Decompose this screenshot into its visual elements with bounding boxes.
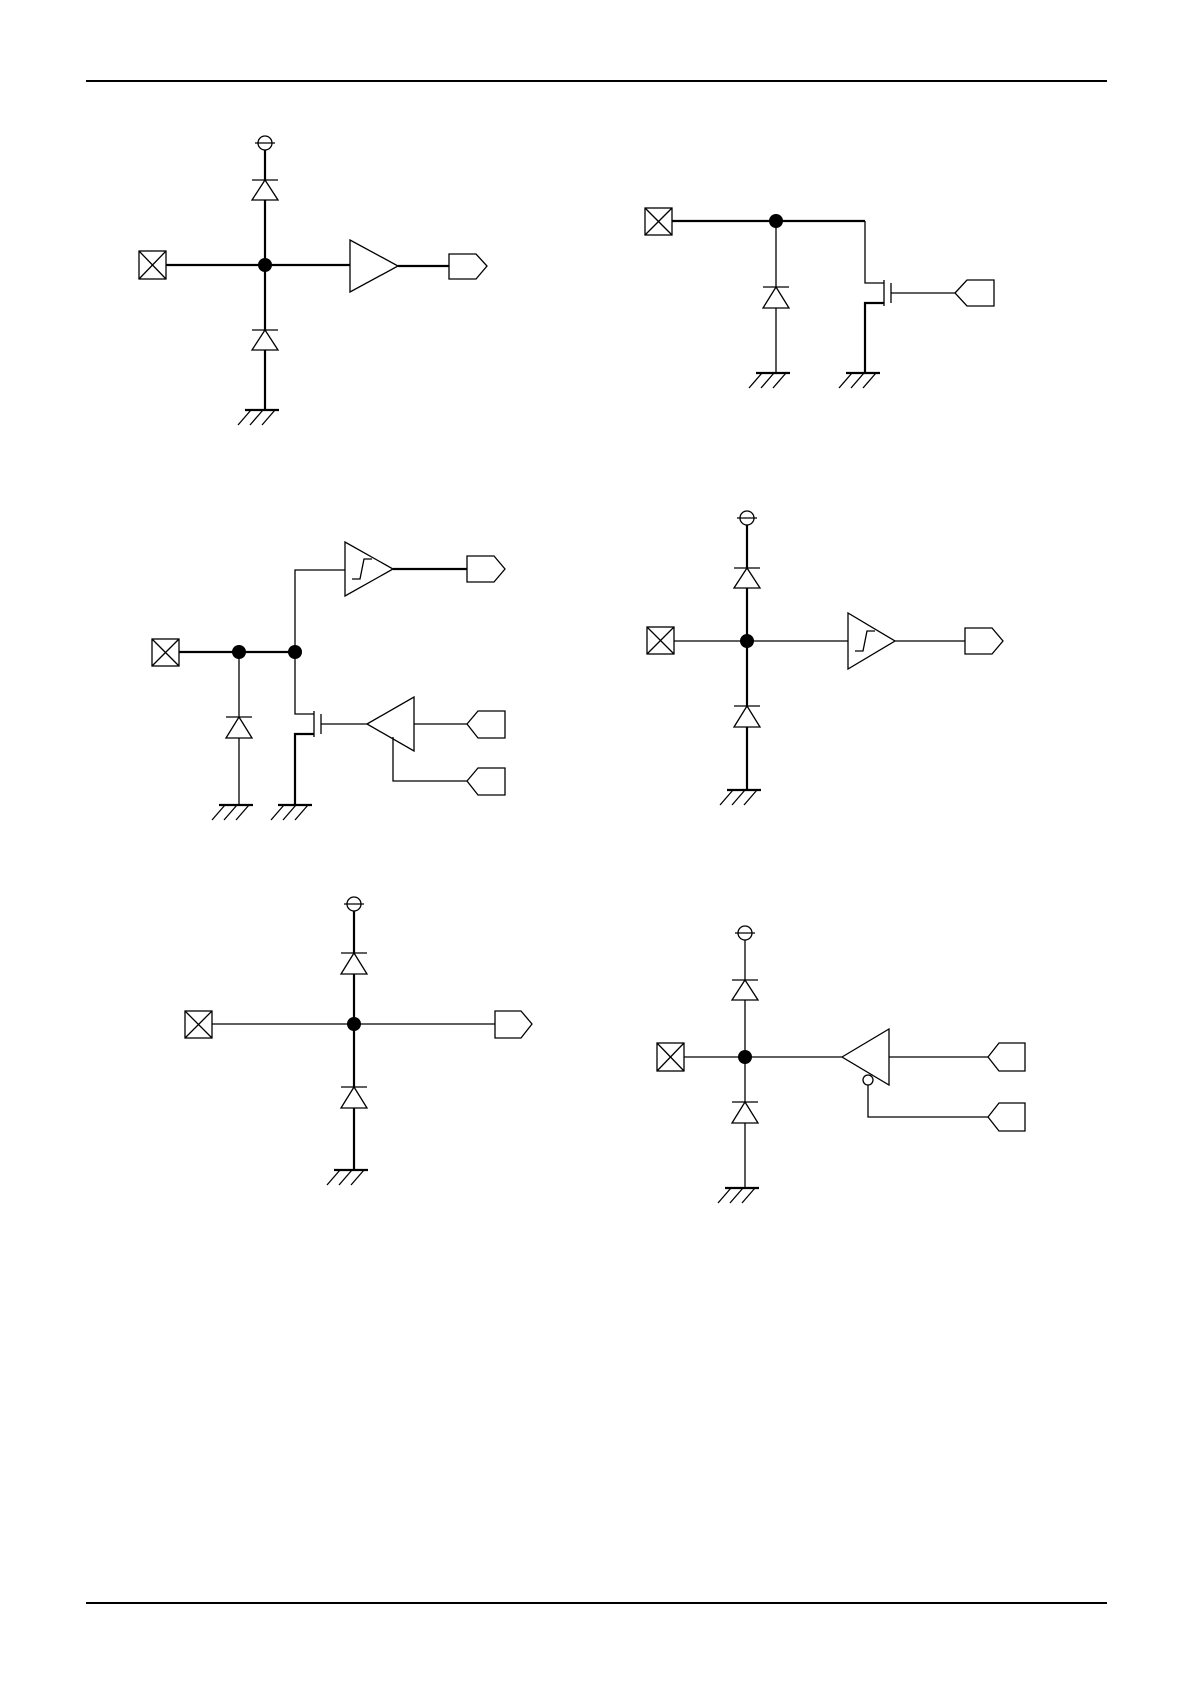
junction-node: [347, 1017, 361, 1031]
pad-icon: [139, 251, 166, 279]
circuit-analog-input-with-clamp-diodes: [185, 897, 532, 1185]
signal-terminal-icon: [988, 1103, 1025, 1131]
schmitt-input-wire: [295, 570, 345, 652]
signal-terminal-icon: [467, 711, 505, 738]
ground-icon: [238, 410, 279, 425]
circuit-open-drain-output: [645, 208, 994, 388]
diode-icon: [341, 1087, 367, 1108]
diode-icon: [226, 717, 252, 738]
diode-icon: [732, 980, 758, 1000]
signal-terminal-icon: [449, 254, 487, 279]
circuit-schmitt-input-with-open-drain-output: [152, 542, 505, 820]
circuit-input-buffer-with-clamp-diodes: [139, 136, 487, 425]
signal-terminal-icon: [955, 280, 994, 306]
nmos-transistor-icon: [295, 652, 367, 805]
signal-terminal-icon: [988, 1043, 1025, 1071]
diode-icon: [732, 1102, 758, 1123]
junction-node: [740, 634, 754, 648]
ground-icon: [271, 805, 312, 820]
circuit-schmitt-trigger-input-with-clamp-diodes: [647, 511, 1003, 805]
diode-icon: [341, 953, 367, 974]
schmitt-buffer-icon: [848, 613, 895, 669]
diode-icon: [252, 180, 278, 200]
pad-icon: [152, 639, 179, 666]
supply-icon: [344, 897, 364, 911]
supply-icon: [735, 926, 755, 940]
pad-icon: [647, 627, 674, 654]
signal-terminal-icon: [965, 628, 1003, 654]
diode-icon: [734, 706, 760, 727]
ground-icon: [327, 1170, 368, 1185]
pad-icon: [657, 1043, 684, 1071]
ground-icon: [720, 790, 761, 805]
ground-icon: [212, 805, 253, 820]
buffer-icon: [350, 240, 398, 292]
signal-terminal-icon: [467, 556, 505, 582]
pad-icon: [645, 208, 672, 235]
pad-icon: [185, 1011, 212, 1038]
diode-icon: [252, 330, 278, 350]
diode-icon: [763, 287, 789, 308]
diode-icon: [734, 568, 760, 588]
circuit-tristate-output-with-clamp-diodes: [657, 926, 1025, 1203]
ground-icon: [749, 373, 790, 388]
schmitt-buffer-icon: [345, 542, 393, 596]
enable-bubble-icon: [863, 1075, 873, 1085]
enable-wire: [868, 1085, 988, 1117]
ground-icon: [839, 373, 880, 388]
ground-icon: [718, 1188, 759, 1203]
signal-terminal-icon: [467, 768, 505, 795]
nmos-transistor-icon: [865, 221, 955, 373]
supply-icon: [255, 136, 275, 150]
signal-terminal-icon: [495, 1011, 532, 1038]
buffer-icon: [367, 697, 414, 751]
junction-node: [258, 258, 272, 272]
supply-icon: [737, 511, 757, 525]
junction-node: [738, 1050, 752, 1064]
